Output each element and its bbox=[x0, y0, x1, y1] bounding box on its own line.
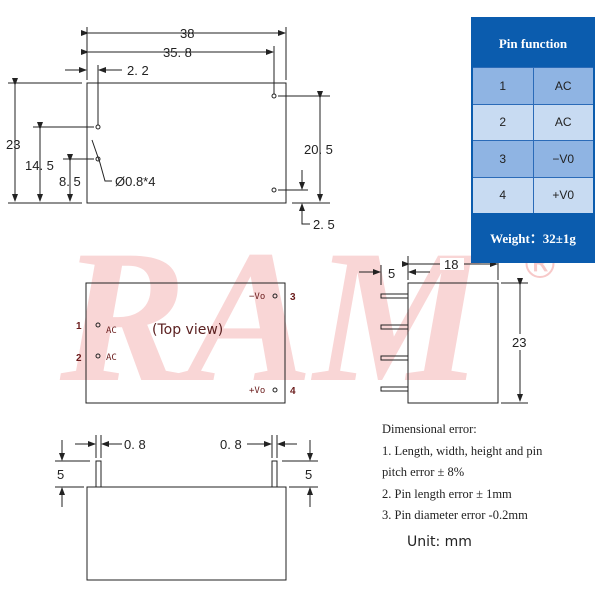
front-view-labels: 0. 8 0. 8 5 5 bbox=[57, 437, 312, 482]
dim-output-pitch: 20. 5 bbox=[304, 142, 333, 157]
pin-hole-3 bbox=[271, 93, 277, 99]
pin-4-label: +Vo bbox=[249, 386, 265, 396]
pin-3-label: −Vo bbox=[249, 292, 265, 302]
side-pin-1 bbox=[380, 293, 409, 299]
dim-side-height: 23 bbox=[512, 335, 526, 350]
dim-pin1-height: 14. 5 bbox=[25, 158, 54, 173]
top-view-label: (Top view) bbox=[152, 322, 223, 338]
pin-number-cell: 2 bbox=[473, 104, 533, 140]
notes-title: Dimensional error: bbox=[382, 422, 477, 436]
note-1a: 1. Length, width, height and pin bbox=[382, 443, 543, 458]
pin-table-title: Pin function bbox=[498, 36, 568, 51]
table-row: 2 AC bbox=[473, 103, 593, 140]
topview-pin-2-hole bbox=[95, 353, 101, 359]
side-pin-4 bbox=[380, 386, 409, 392]
table-row: 4 +V0 bbox=[473, 176, 593, 213]
side-view-labels: 18 5 23 bbox=[388, 257, 530, 350]
top-drawing-labels: 38 35. 8 2. 2 23 14. 5 8. 5 Ø0.8*4 20. 5… bbox=[6, 26, 335, 232]
dimensional-error-notes: Dimensional error: 1. Length, width, hei… bbox=[382, 419, 597, 527]
dim-length-38: 38 bbox=[180, 26, 194, 41]
dim-output-offset: 2. 5 bbox=[313, 217, 335, 232]
module-outline-top bbox=[86, 82, 287, 204]
pin-number-cell: 4 bbox=[473, 177, 533, 213]
side-pin-2 bbox=[380, 324, 409, 330]
pin-2-label: AC bbox=[106, 353, 117, 363]
watermark-text: RAM bbox=[59, 212, 488, 422]
pin-function-table: Pin function 1 AC 2 AC 3 −V0 4 +V0 Weigh… bbox=[471, 17, 595, 263]
pin-4-number: 4 bbox=[290, 386, 296, 397]
pin-number-cell: 3 bbox=[473, 141, 533, 177]
front-pin-left bbox=[95, 460, 102, 488]
side-pin-3 bbox=[380, 355, 409, 361]
pin-diameter-note: Ø0.8*4 bbox=[115, 174, 155, 189]
unit-label: Unit: mm bbox=[407, 534, 472, 550]
dim-pin-span: 35. 8 bbox=[163, 45, 192, 60]
pin-number-cell: 1 bbox=[473, 68, 533, 104]
pin-2-number: 2 bbox=[76, 353, 82, 364]
table-row: 1 AC bbox=[473, 67, 593, 104]
note-1b: pitch error ± 8% bbox=[382, 465, 465, 479]
dim-pin-offset: 2. 2 bbox=[127, 63, 149, 78]
front-view-drawing bbox=[55, 435, 318, 581]
pin-1-label: AC bbox=[106, 326, 117, 336]
weight-label: Weight：32±1g bbox=[490, 230, 576, 246]
dim-side-pin-length: 5 bbox=[388, 266, 395, 281]
top-view-drawing bbox=[85, 282, 286, 404]
pin-3-number: 3 bbox=[290, 292, 296, 303]
pin-function-cell: AC bbox=[532, 68, 593, 104]
dim-height-23: 23 bbox=[6, 137, 20, 152]
top-drawing bbox=[8, 27, 330, 225]
pin-hole-1 bbox=[95, 124, 101, 130]
pin-hole-4 bbox=[271, 187, 277, 193]
dim-front-pin-width-right: 0. 8 bbox=[220, 437, 242, 452]
pin-function-cell: +V0 bbox=[532, 177, 593, 213]
front-pin-right bbox=[271, 460, 278, 488]
module-outline-topview bbox=[85, 282, 286, 404]
pin-function-cell: AC bbox=[532, 104, 593, 140]
pin-1-number: 1 bbox=[76, 321, 82, 332]
table-row: 3 −V0 bbox=[473, 140, 593, 177]
topview-pin-4-hole bbox=[272, 387, 278, 393]
topview-pin-1-hole bbox=[95, 322, 101, 328]
module-outline-front bbox=[86, 486, 287, 581]
dim-depth-18: 18 bbox=[444, 257, 458, 272]
top-view-labels: 1 AC 2 AC −Vo 3 +Vo 4 (Top view) bbox=[76, 292, 296, 397]
dim-pin2-height: 8. 5 bbox=[59, 174, 81, 189]
note-3: 3. Pin diameter error -0.2mm bbox=[382, 508, 528, 522]
module-outline-side bbox=[407, 282, 499, 404]
pin-function-cell: −V0 bbox=[532, 141, 593, 177]
dim-front-pin-width-left: 0. 8 bbox=[124, 437, 146, 452]
note-2: 2. Pin length error ± 1mm bbox=[382, 486, 512, 501]
dim-front-pin-length-left: 5 bbox=[57, 467, 64, 482]
topview-pin-3-hole bbox=[272, 293, 278, 299]
dim-front-pin-length-right: 5 bbox=[305, 467, 312, 482]
